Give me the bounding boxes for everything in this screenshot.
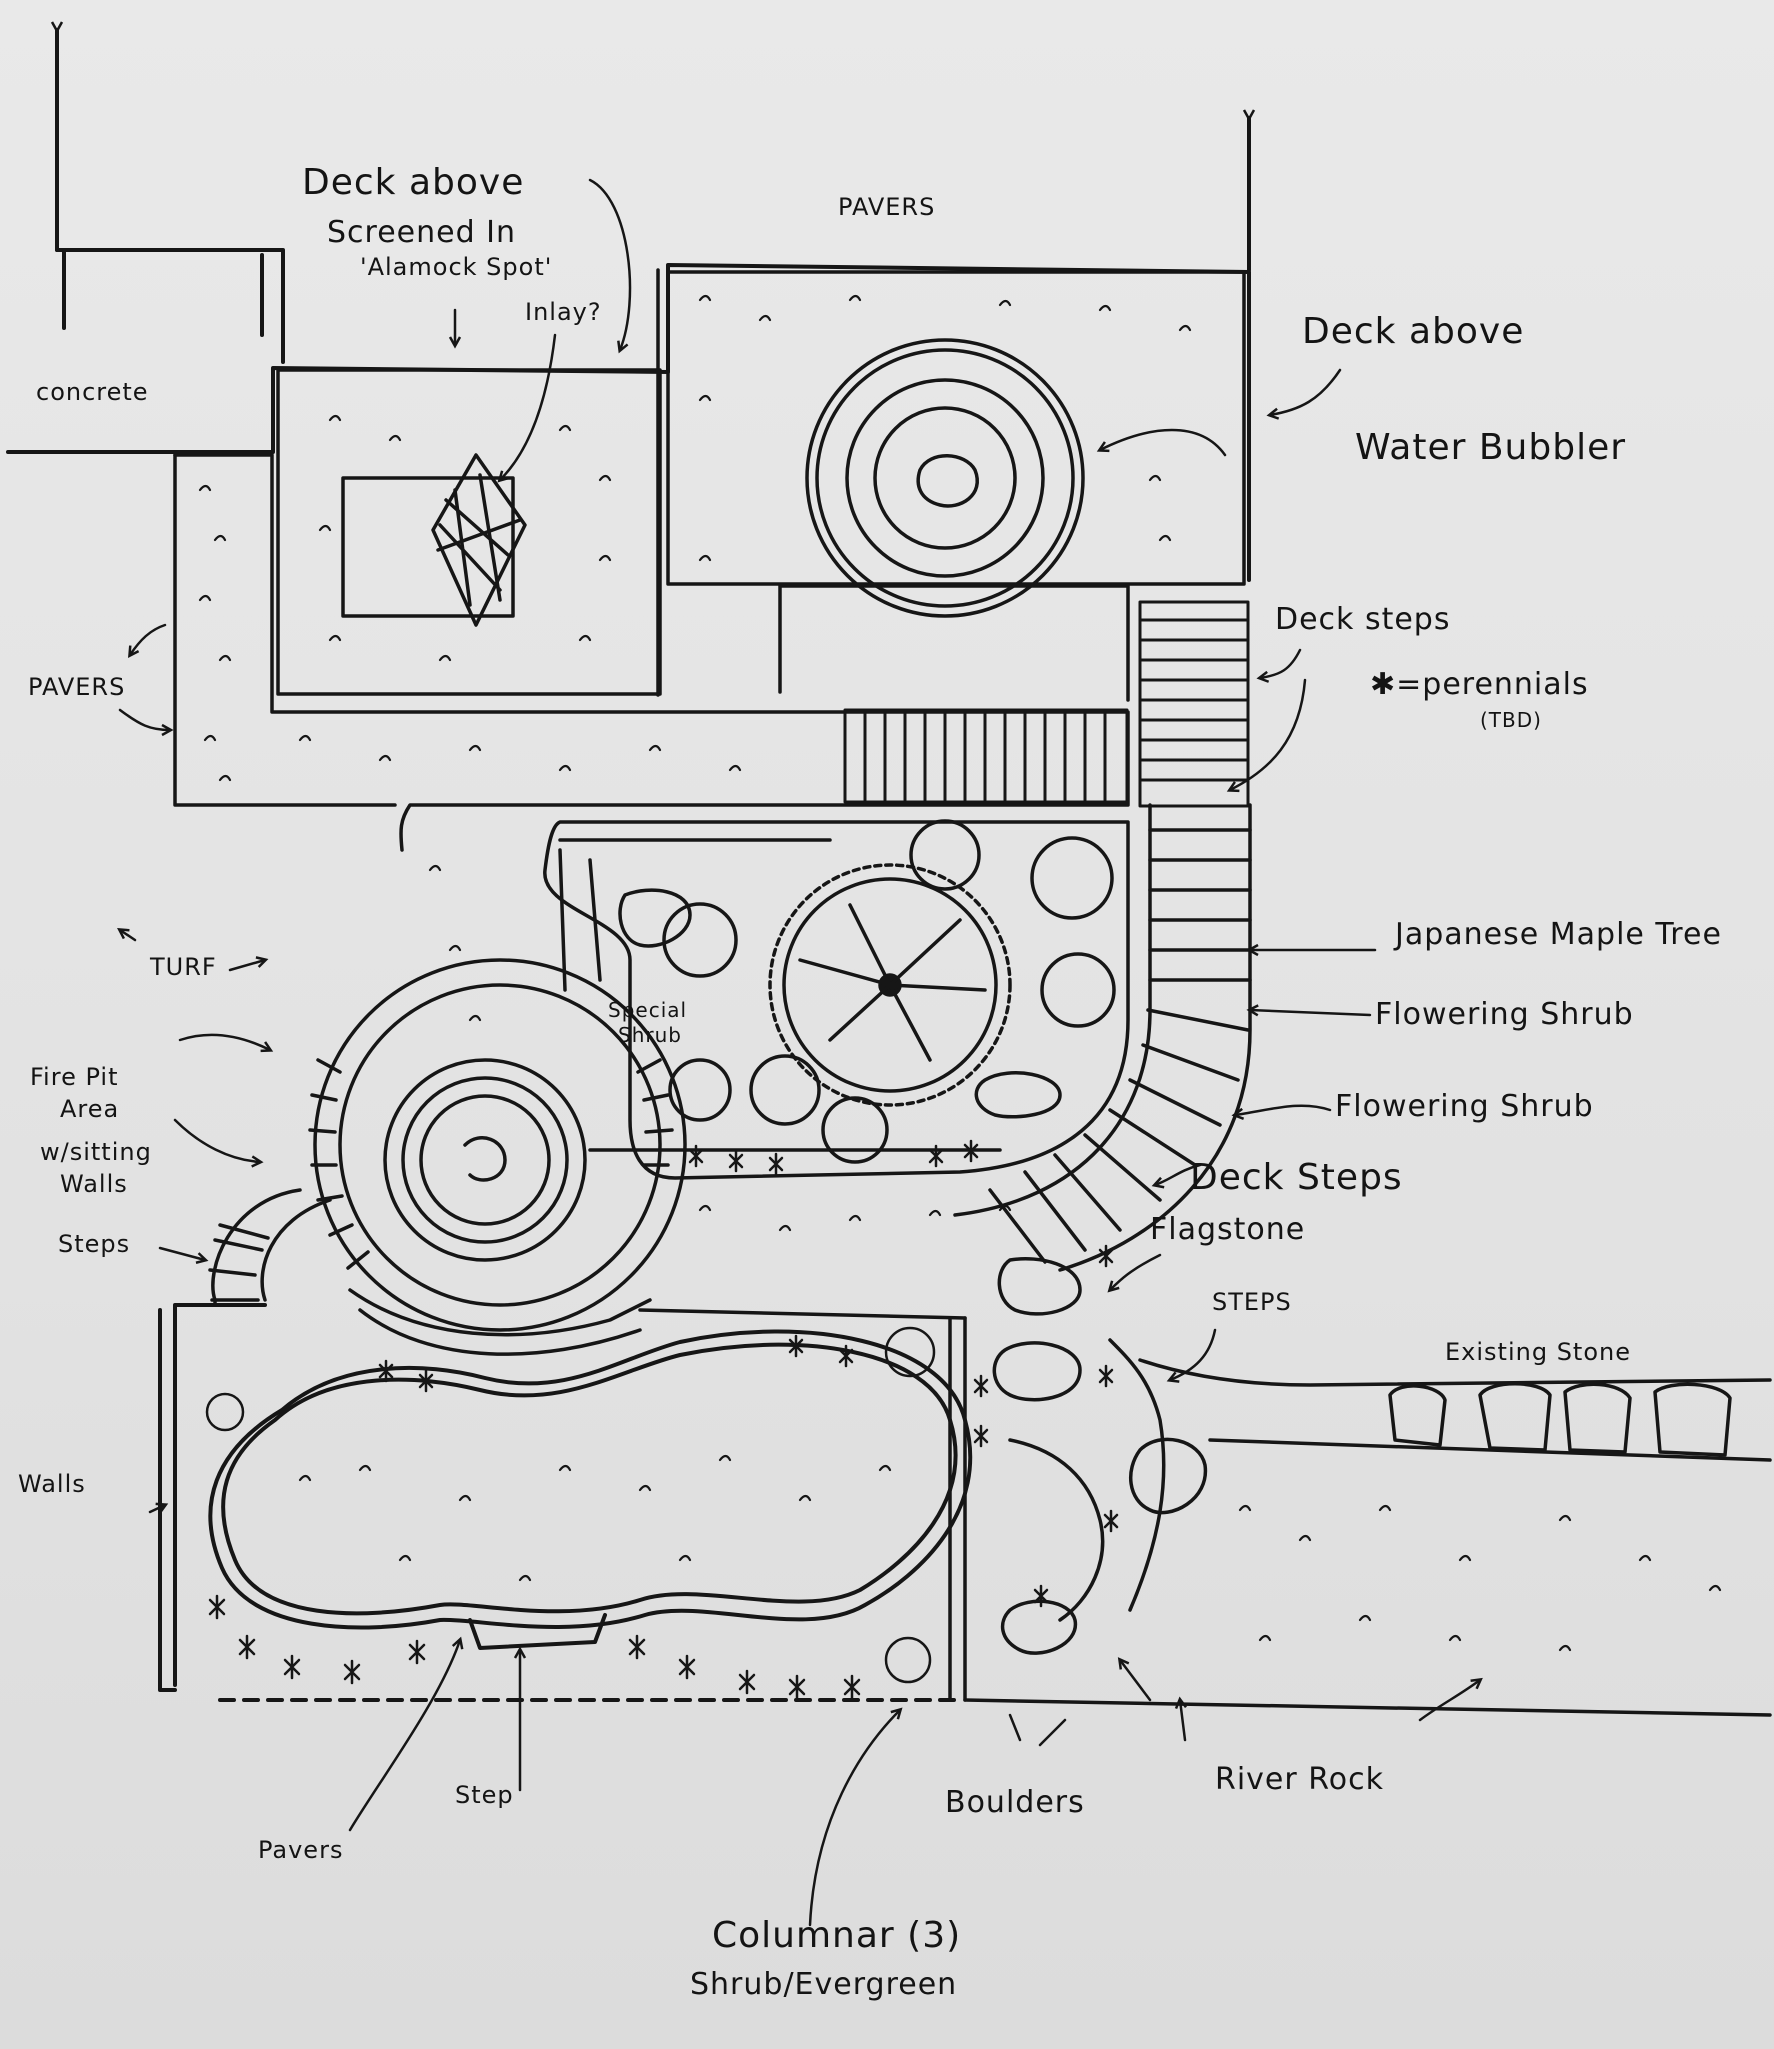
label-river-rock: River Rock <box>1215 1762 1384 1797</box>
label-shrub: Shrub <box>618 1023 682 1047</box>
label-special: Special <box>608 998 688 1022</box>
label-fire-pit-area: Area <box>60 1095 120 1123</box>
label-flowering-shrub-1: Flowering Shrub <box>1375 997 1634 1032</box>
perennial-markers <box>205 1139 1119 1700</box>
label-boulders: Boulders <box>945 1785 1085 1820</box>
label-pavers-left: PAVERS <box>28 673 126 701</box>
label-deck-above-right: Deck above <box>1302 311 1525 352</box>
label-perennials-tbd: (TBD) <box>1480 708 1542 732</box>
paver-texture <box>198 294 1722 1652</box>
label-shrub-evergreen: Shrub/Evergreen <box>690 1967 958 2002</box>
label-step: Step <box>455 1781 514 1809</box>
label-walls-firepit: Walls <box>60 1170 128 1198</box>
left-curved-steps <box>208 1188 332 1307</box>
label-screened-in: Screened In <box>327 215 517 250</box>
kidney-paver-area <box>158 1303 973 1702</box>
boulder-wall <box>638 1257 1772 1717</box>
label-perennials-legend: ✱=perennials <box>1370 667 1589 702</box>
leader-arrows <box>117 178 1483 1927</box>
curved-deck-steps <box>953 803 1252 1272</box>
label-pavers-top: PAVERS <box>838 193 936 221</box>
label-turf: TURF <box>150 953 217 981</box>
label-japanese-maple: Japanese Maple Tree <box>1395 917 1722 952</box>
label-fire-pit: Fire Pit <box>30 1063 119 1091</box>
label-water-bubbler: Water Bubbler <box>1355 427 1627 468</box>
label-inlay: Inlay? <box>525 298 602 326</box>
label-walls: Walls <box>18 1470 86 1498</box>
label-flagstone: Flagstone <box>1150 1212 1306 1247</box>
deck-steps-upper <box>843 600 1250 808</box>
screened-room <box>276 368 662 696</box>
label-sitting: w/sitting <box>40 1138 152 1166</box>
fire-pit <box>308 958 687 1356</box>
label-deck-above-left: Deck above <box>302 162 525 203</box>
label-pavers-bottom: Pavers <box>258 1836 344 1864</box>
label-columnar: Columnar (3) <box>712 1915 962 1956</box>
label-alamock-spot: 'Alamock Spot' <box>360 253 553 281</box>
left-paver-strip <box>173 268 1130 852</box>
label-existing-stone: Existing Stone <box>1445 1338 1631 1366</box>
label-deck-steps-lower: Deck Steps <box>1190 1157 1403 1198</box>
label-deck-steps-upper: Deck steps <box>1275 602 1451 637</box>
label-concrete: concrete <box>36 378 149 406</box>
label-steps-caps: STEPS <box>1212 1288 1292 1316</box>
label-steps-left: Steps <box>58 1230 131 1258</box>
bubbler-patio <box>666 270 1246 702</box>
label-flowering-shrub-2: Flowering Shrub <box>1335 1089 1594 1124</box>
